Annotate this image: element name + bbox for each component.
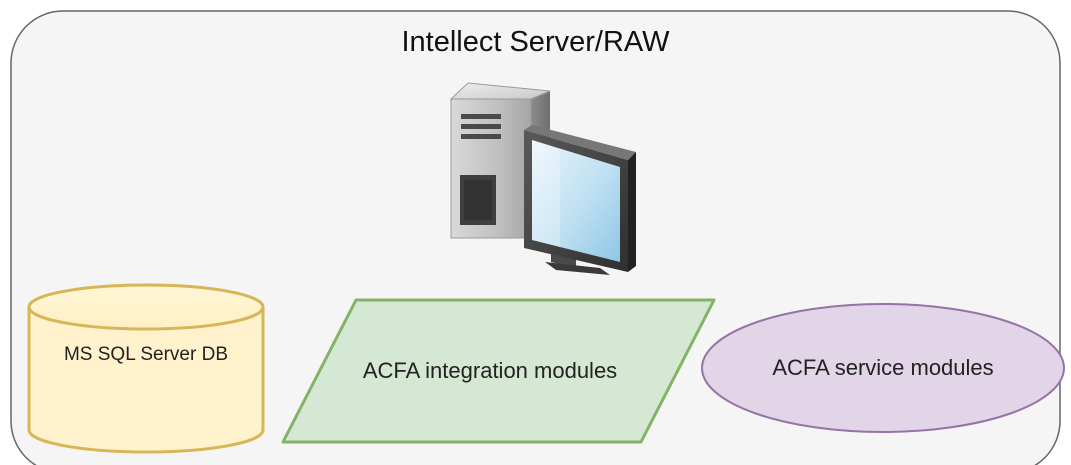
service-modules-label: ACFA service modules bbox=[772, 355, 994, 380]
database-label: MS SQL Server DB bbox=[63, 344, 228, 365]
integration-modules-label: ACFA integration modules bbox=[362, 358, 618, 383]
service-modules-ellipse bbox=[701, 303, 1065, 433]
integration-modules-parallelogram bbox=[281, 298, 716, 444]
server-workstation-icon bbox=[449, 82, 636, 275]
diagram-title: Intellect Server/RAW bbox=[401, 26, 670, 58]
database-cylinder bbox=[27, 283, 265, 454]
